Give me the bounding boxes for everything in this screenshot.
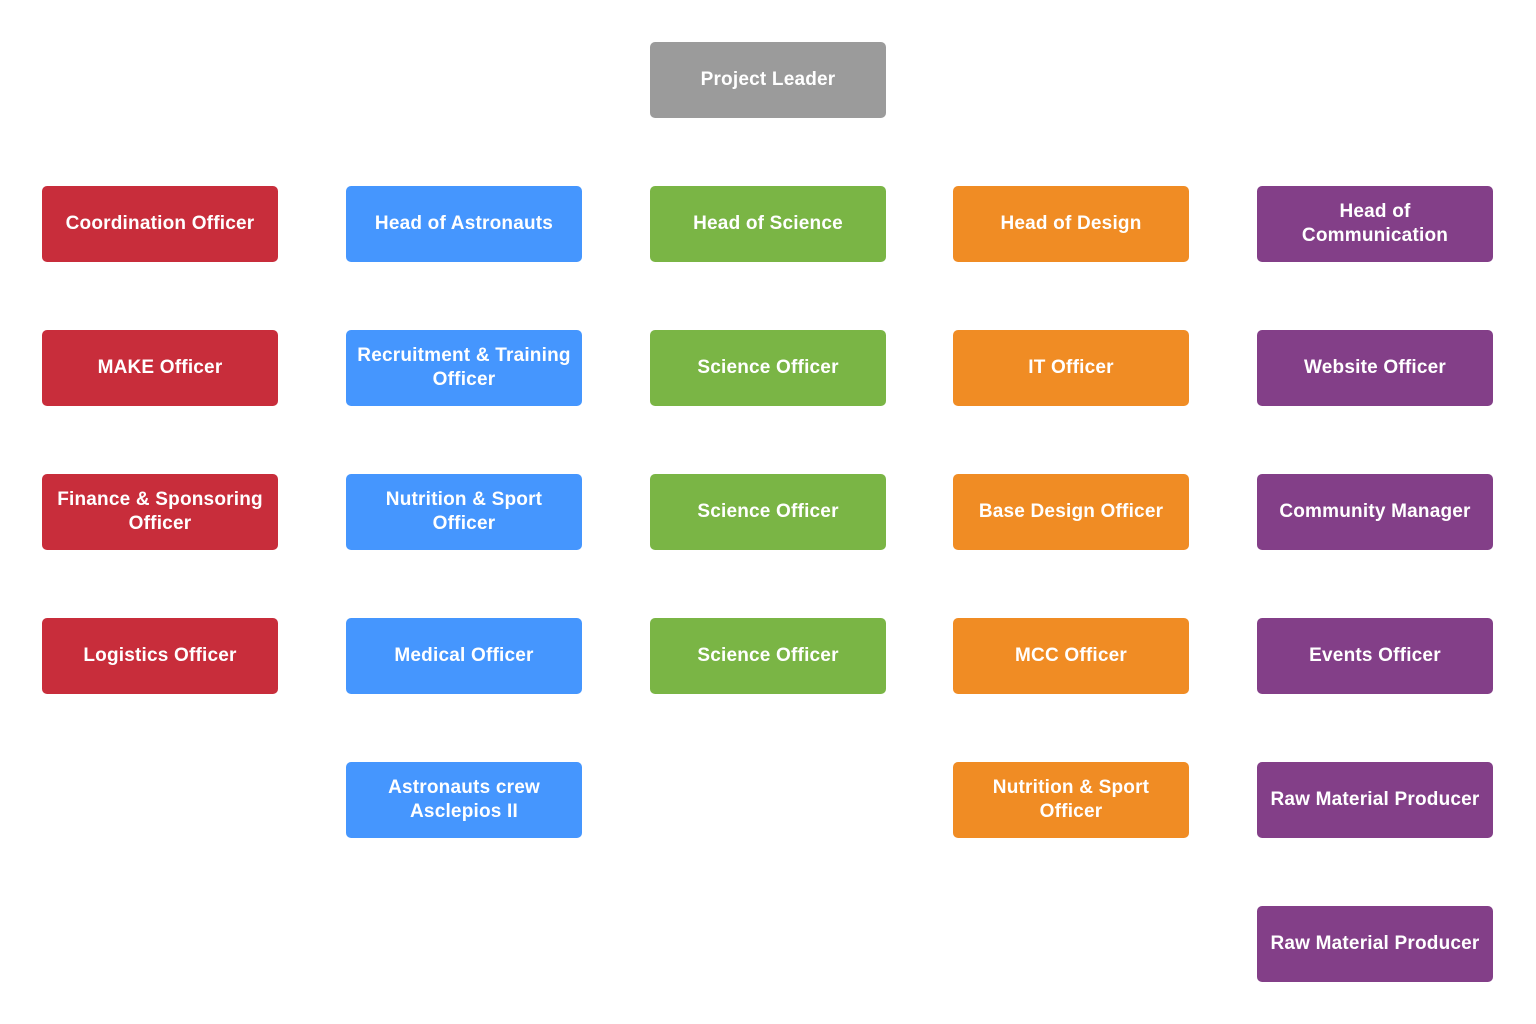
node-nutrition-sport-officer: Nutrition & Sport Officer	[346, 474, 582, 550]
node-community-manager: Community Manager	[1257, 474, 1493, 550]
node-recruitment-training-officer: Recruitment & Training Officer	[346, 330, 582, 406]
node-head-of-science: Head of Science	[650, 186, 886, 262]
node-science-officer: Science Officer	[650, 474, 886, 550]
node-base-design-officer: Base Design Officer	[953, 474, 1189, 550]
node-head-of-design: Head of Design	[953, 186, 1189, 262]
node-astronauts-crew: Astronauts crew Asclepios II	[346, 762, 582, 838]
node-medical-officer: Medical Officer	[346, 618, 582, 694]
node-project-leader: Project Leader	[650, 42, 886, 118]
node-raw-material-producer: Raw Material Producer	[1257, 762, 1493, 838]
node-finance-sponsoring-officer: Finance & Sponsoring Officer	[42, 474, 278, 550]
node-events-officer: Events Officer	[1257, 618, 1493, 694]
node-nutrition-sport-officer: Nutrition & Sport Officer	[953, 762, 1189, 838]
node-website-officer: Website Officer	[1257, 330, 1493, 406]
node-science-officer: Science Officer	[650, 330, 886, 406]
node-coordination-officer: Coordination Officer	[42, 186, 278, 262]
node-science-officer: Science Officer	[650, 618, 886, 694]
node-head-of-communication: Head of Communication	[1257, 186, 1493, 262]
node-logistics-officer: Logistics Officer	[42, 618, 278, 694]
node-mcc-officer: MCC Officer	[953, 618, 1189, 694]
node-raw-material-producer: Raw Material Producer	[1257, 906, 1493, 982]
node-head-of-astronauts: Head of Astronauts	[346, 186, 582, 262]
node-make-officer: MAKE Officer	[42, 330, 278, 406]
node-it-officer: IT Officer	[953, 330, 1189, 406]
